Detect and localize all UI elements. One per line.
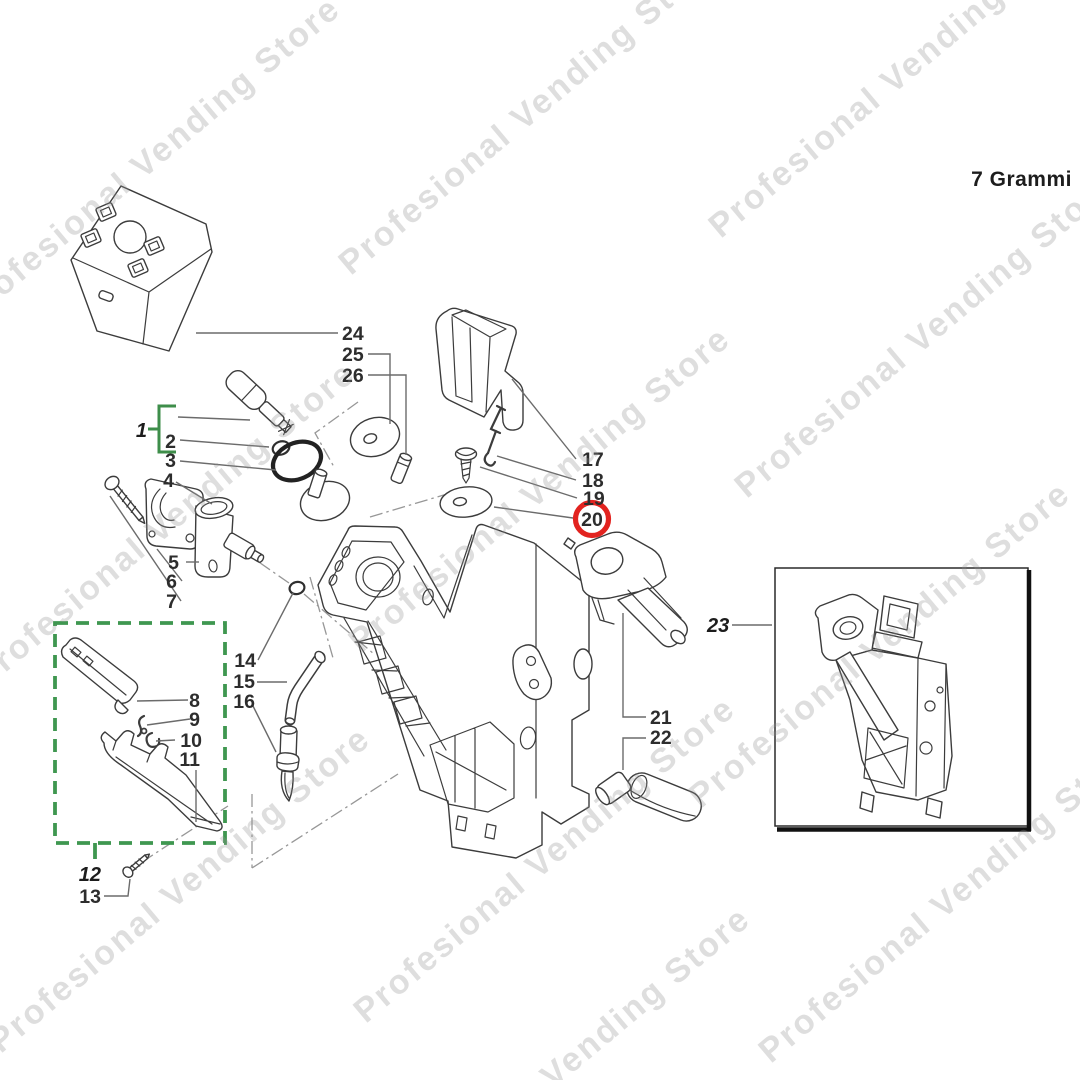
- callout-12: 12: [79, 864, 101, 886]
- callout-1: 1: [136, 420, 147, 442]
- retaining-pin: [390, 452, 413, 485]
- callout-8: 8: [189, 690, 200, 712]
- release-lever: [60, 637, 139, 715]
- dispense-nozzle: [276, 725, 300, 802]
- callout-18: 18: [582, 470, 604, 492]
- callout-23: 23: [706, 615, 729, 637]
- callout-26: 26: [342, 365, 364, 387]
- valve-bracket: [144, 478, 204, 550]
- group-dashed-box-12: [53, 621, 227, 859]
- callout-19: 19: [583, 488, 605, 510]
- diagram-title: 7 Grammi: [971, 168, 1072, 191]
- callout-2: 2: [165, 431, 176, 453]
- callout-16: 16: [233, 691, 255, 713]
- housing-box: [70, 185, 213, 352]
- lever-screw: [122, 853, 151, 878]
- callout-9: 9: [189, 709, 200, 731]
- callout-14: 14: [234, 650, 256, 672]
- callout-labels: 1 2 3 4 5 6 7 8 9 10 11 12 13 14 15 16 1…: [79, 323, 730, 908]
- spring-clip: [483, 404, 507, 467]
- lever-clip: [145, 731, 161, 748]
- callout-17: 17: [582, 449, 604, 471]
- callout-11: 11: [179, 749, 200, 771]
- callout-3: 3: [165, 450, 176, 472]
- filter-disc: [439, 486, 493, 518]
- assembly-centerlines: [141, 401, 448, 869]
- main-frame: [317, 523, 593, 859]
- locking-knob: [595, 771, 702, 822]
- lever-spring: [136, 714, 148, 738]
- callout-22: 22: [650, 727, 672, 749]
- leader-lines: [104, 332, 772, 897]
- shower-disc-upper: [349, 416, 401, 458]
- callout-13: 13: [79, 886, 101, 908]
- outlet-pipe: [284, 650, 326, 726]
- red-circle-highlight: [572, 499, 612, 539]
- callout-5: 5: [168, 552, 179, 574]
- callout-15: 15: [233, 671, 255, 693]
- callout-7: 7: [166, 591, 177, 613]
- callout-24: 24: [342, 323, 364, 345]
- outlet-cylinder: [194, 496, 265, 578]
- plunger-valve: [225, 369, 294, 436]
- ejector-lever: [100, 730, 223, 832]
- callout-10: 10: [180, 730, 202, 752]
- callout-6: 6: [166, 571, 177, 593]
- fixing-screw-long: [104, 475, 146, 525]
- coffee-chute: [435, 307, 524, 431]
- assembled-brew-unit: [814, 593, 953, 819]
- callout-25: 25: [342, 344, 364, 366]
- callout-21: 21: [650, 707, 672, 729]
- shower-disc-lower: [299, 468, 351, 522]
- head-screw: [454, 447, 478, 484]
- callout-4: 4: [163, 470, 174, 492]
- o-ring-large: [270, 439, 324, 483]
- piston-arm: [563, 531, 688, 648]
- o-ring-14: [288, 580, 306, 596]
- callout-20: 20: [581, 509, 603, 531]
- inset-box: [774, 567, 1032, 832]
- group-bracket-1: [148, 404, 176, 454]
